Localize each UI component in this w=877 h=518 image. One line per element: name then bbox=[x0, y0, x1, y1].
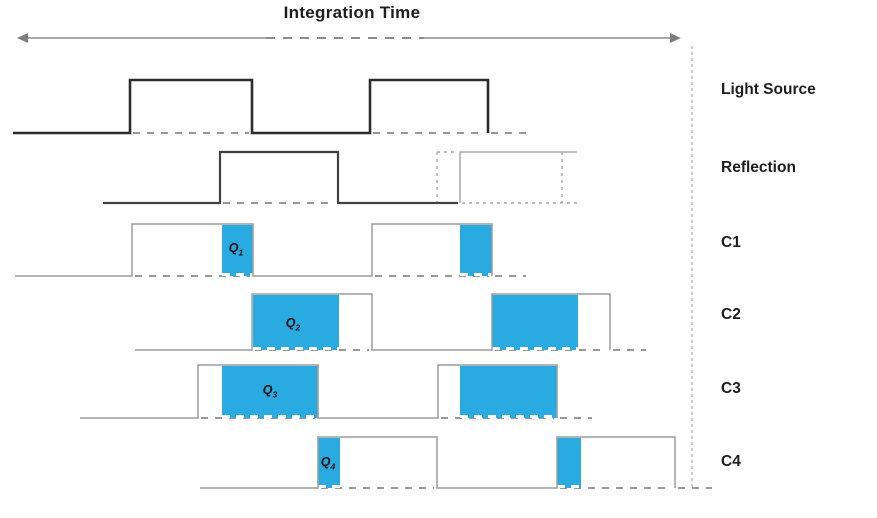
light-source-wave bbox=[13, 78, 490, 135]
row-label-c4: C4 bbox=[721, 453, 741, 470]
charge-shade-c4-repeat bbox=[557, 438, 581, 488]
charge-shade-c1-repeat bbox=[460, 225, 492, 276]
charge-shade-c3-q3 bbox=[222, 366, 318, 418]
charge-shade-c1-q1 bbox=[222, 225, 253, 276]
c1-wave bbox=[15, 223, 493, 277]
c4-wave bbox=[200, 436, 676, 489]
charge-shade-c3-repeat bbox=[460, 366, 557, 418]
charge-shade-c2-q2 bbox=[253, 295, 339, 350]
row-label-reflection: Reflection bbox=[721, 159, 796, 176]
row-label-c2: C2 bbox=[721, 306, 741, 323]
arrow-head-left-icon bbox=[17, 33, 28, 43]
c3-wave bbox=[80, 364, 558, 419]
row-label-c1: C1 bbox=[721, 234, 741, 251]
charge-shade-c4-q4 bbox=[318, 438, 340, 488]
reflection-wave bbox=[103, 150, 458, 205]
row-label-light-source: Light Source bbox=[721, 81, 816, 98]
row-label-c3: C3 bbox=[721, 380, 741, 397]
c2-wave bbox=[135, 293, 611, 351]
reflection-ghost-wave bbox=[459, 151, 577, 203]
charge-shade-c2-repeat bbox=[492, 295, 578, 350]
arrow-head-right-icon bbox=[670, 33, 681, 43]
integration-time-title: Integration Time bbox=[283, 3, 421, 22]
